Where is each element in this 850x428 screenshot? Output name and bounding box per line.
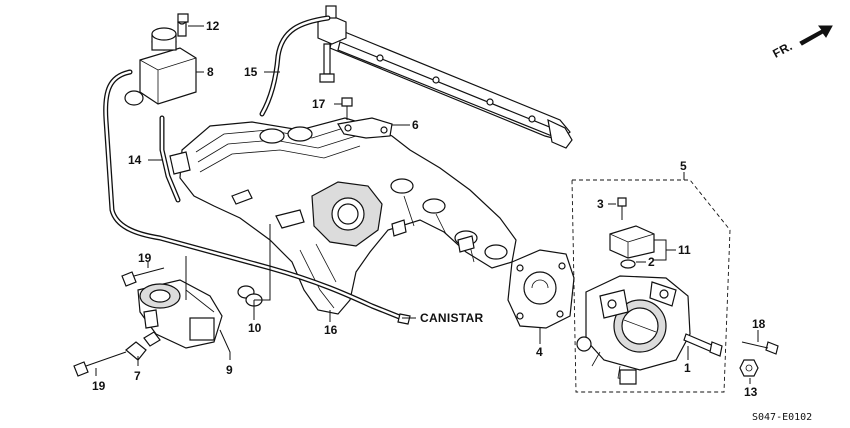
callout-7: 7 <box>134 369 141 383</box>
purge-control-solenoid <box>124 15 197 106</box>
bolt-1 <box>683 333 723 357</box>
callout-15: 15 <box>244 65 258 79</box>
map-sensor <box>609 225 655 269</box>
callout-4: 4 <box>536 345 543 359</box>
leader-lines <box>95 25 759 384</box>
hose-16 <box>103 69 405 321</box>
callout-10: 10 <box>248 321 262 335</box>
bolt-12 <box>177 13 189 23</box>
callout-16: 16 <box>324 323 338 337</box>
canister-hose-end <box>397 313 411 325</box>
hose-14 <box>159 115 181 203</box>
callout-8: 8 <box>207 65 214 79</box>
callout-3: 3 <box>597 197 604 211</box>
front-direction-arrow-icon <box>799 25 833 46</box>
callout-9: 9 <box>226 363 233 377</box>
callout-5: 5 <box>680 159 687 173</box>
callout-1: 1 <box>684 361 691 375</box>
callout-6: 6 <box>412 118 419 132</box>
hose-15 <box>259 15 331 117</box>
callout-19-lower: 19 <box>92 379 106 393</box>
o-rings <box>237 285 263 307</box>
bracket-6 <box>337 117 393 139</box>
screw-3 <box>617 197 627 220</box>
clamp-7 <box>125 331 161 361</box>
callout-18: 18 <box>752 317 766 331</box>
bolt-17 <box>341 97 353 120</box>
bolt-19-lower <box>73 351 127 377</box>
callout-14: 14 <box>128 153 142 167</box>
throttle-body <box>571 179 731 393</box>
canister-label: CANISTAR <box>420 311 484 325</box>
bolt-18 <box>741 341 779 355</box>
callout-13: 13 <box>744 385 758 399</box>
callout-11: 11 <box>678 243 691 257</box>
callout-12: 12 <box>206 19 220 33</box>
front-label: FR. <box>770 39 794 61</box>
fuel-rail <box>317 5 573 149</box>
callout-19-upper: 19 <box>138 251 152 265</box>
nut-13 <box>739 359 759 377</box>
diagram-code: S047-E0102 <box>752 412 812 423</box>
callout-17: 17 <box>312 97 326 111</box>
throttle-gasket <box>507 249 575 329</box>
bolt-19-upper <box>121 267 165 287</box>
iac-valve <box>137 279 223 349</box>
intake-manifold <box>169 117 517 315</box>
callout-2: 2 <box>648 255 655 269</box>
